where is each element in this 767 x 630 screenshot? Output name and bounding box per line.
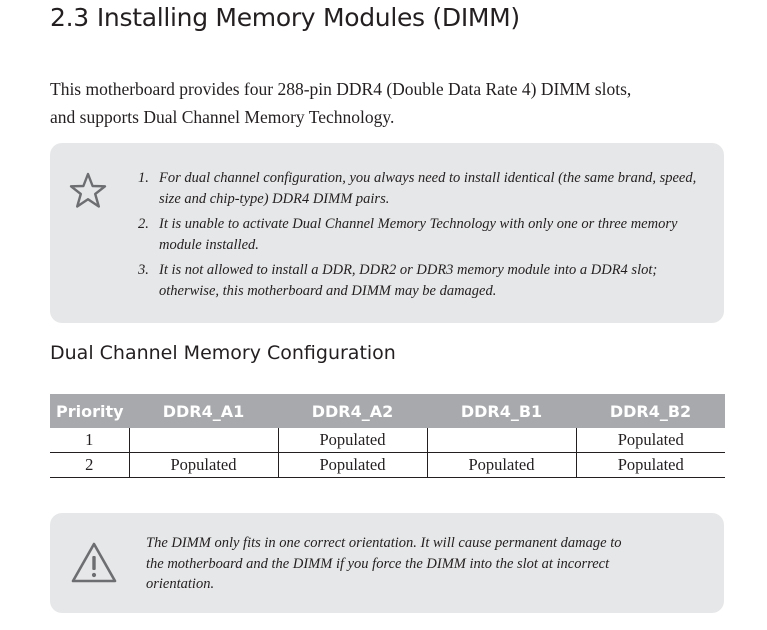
note-number: 2. [138, 216, 149, 232]
star-icon [69, 172, 107, 208]
header-ddr4-a2: DDR4_A2 [278, 394, 427, 428]
header-ddr4-b1: DDR4_B1 [427, 394, 576, 428]
table-cell: Populated [426, 452, 576, 478]
warning-triangle-icon [71, 542, 117, 583]
table-cell [426, 428, 576, 453]
table-cell: 2 [50, 452, 129, 478]
table-cell: 1 [50, 428, 129, 453]
table-cell: Populated [277, 428, 427, 453]
table-row: 1 Populated Populated [50, 428, 725, 453]
table-cell: Populated [128, 452, 278, 478]
table-cell [128, 428, 278, 453]
table-header-row: Priority DDR4_A1 DDR4_A2 DDR4_B1 DDR4_B2 [50, 394, 725, 428]
note-list: 1. For dual channel configuration, you al… [138, 168, 698, 306]
memory-config-table: Priority DDR4_A1 DDR4_A2 DDR4_B1 DDR4_B2… [50, 394, 725, 478]
section-title: Installing Memory Modules (DIMM) [96, 3, 520, 32]
table-cell: Populated [575, 428, 725, 453]
note-box: 1. For dual channel configuration, you al… [50, 143, 724, 323]
note-number: 3. [138, 262, 149, 278]
intro-line: and supports Dual Channel Memory Technol… [50, 107, 395, 127]
warning-box: The DIMM only fits in one correct orient… [50, 513, 724, 613]
section-number: 2.3 [50, 3, 89, 32]
intro-line: This motherboard provides four 288-pin D… [50, 79, 632, 99]
note-item: 3. It is not allowed to install a DDR, DD… [138, 260, 698, 301]
warning-line: The DIMM only fits in one correct orient… [146, 535, 622, 551]
note-text: It is not allowed to install a DDR, DDR2… [159, 262, 658, 299]
table-cell: Populated [277, 452, 427, 478]
table-row: 2 Populated Populated Populated Populate… [50, 452, 725, 478]
warning-line: the motherboard and the DIMM if you forc… [146, 555, 610, 572]
note-text: It is unable to activate Dual Channel Me… [159, 216, 678, 253]
config-heading: Dual Channel Memory Configuration [50, 342, 396, 364]
header-ddr4-b2: DDR4_B2 [576, 394, 725, 428]
intro-paragraph: This motherboard provides four 288-pin D… [50, 75, 730, 131]
note-number: 1. [138, 170, 149, 186]
header-ddr4-a1: DDR4_A1 [129, 394, 278, 428]
header-priority: Priority [50, 394, 129, 428]
warning-text: The DIMM only fits in one correct orient… [146, 533, 706, 595]
note-item: 2. It is unable to activate Dual Channel … [138, 214, 698, 255]
warning-line: orientation. [146, 576, 215, 592]
note-item: 1. For dual channel configuration, you al… [138, 168, 698, 209]
table-cell: Populated [575, 452, 725, 478]
note-text: For dual channel configuration, you alwa… [159, 170, 697, 207]
